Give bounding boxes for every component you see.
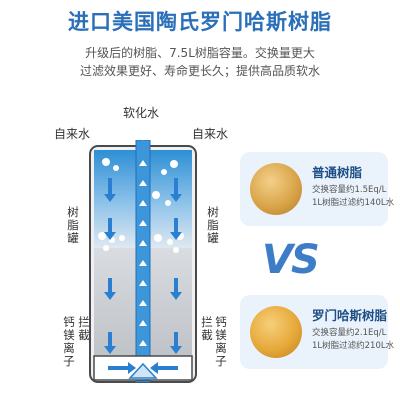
rohm-haas-resin-bead-image <box>250 306 302 358</box>
resin-tank-diagram <box>86 138 200 400</box>
regular-resin-card: 普通树脂 交换容量约1.5Eq/L 1L树脂过滤约140L水 <box>240 152 394 226</box>
resin-tank-label-left: 树脂罐 <box>67 205 79 245</box>
soft-water-label: 软化水 <box>123 106 160 120</box>
pipe-up-arrows <box>139 160 147 346</box>
base-flow-arrows <box>108 362 178 374</box>
page-title: 进口美国陶氏罗门哈斯树脂 <box>68 10 332 34</box>
base-filter <box>128 362 158 379</box>
regular-resin-filtration: 1L树脂过滤约140L水 <box>312 198 395 208</box>
rohm-haas-resin-title: 罗门哈斯树脂 <box>312 308 388 323</box>
tap-water-label-left: 自来水 <box>54 127 91 141</box>
vs-label: VS <box>262 237 320 283</box>
rohm-haas-resin-filtration: 1L树脂过滤约210L水 <box>312 341 395 351</box>
subtitle-line-2: 过滤效果更好、寿命更长久；提供高品质软水 <box>79 64 320 78</box>
subtitle-line-1: 升级后的树脂、7.5L树脂容量。交换量更大 <box>85 46 315 60</box>
intercept-label-right: 拦截 <box>201 315 213 342</box>
intercept-label-left: 拦截 <box>78 315 90 342</box>
regular-resin-capacity: 交换容量约1.5Eq/L <box>312 185 387 195</box>
rohm-haas-resin-card: 罗门哈斯树脂 交换容量约2.1Eq/L 1L树脂过滤约210L水 <box>240 295 394 369</box>
pipe-top-arrow <box>136 138 150 150</box>
resin-tank-svg <box>89 138 197 383</box>
tap-water-label-right: 自来水 <box>192 127 229 141</box>
resin-tank-label-right: 树脂罐 <box>207 205 219 245</box>
calcium-label-left: 钙镁离子 <box>63 315 75 368</box>
calcium-label-right: 钙镁离子 <box>215 315 227 368</box>
down-flow-arrows <box>104 178 182 354</box>
regular-resin-title: 普通树脂 <box>312 165 363 180</box>
regular-resin-bead-image <box>250 163 302 215</box>
rohm-haas-resin-capacity: 交换容量约2.1Eq/L <box>312 328 387 338</box>
